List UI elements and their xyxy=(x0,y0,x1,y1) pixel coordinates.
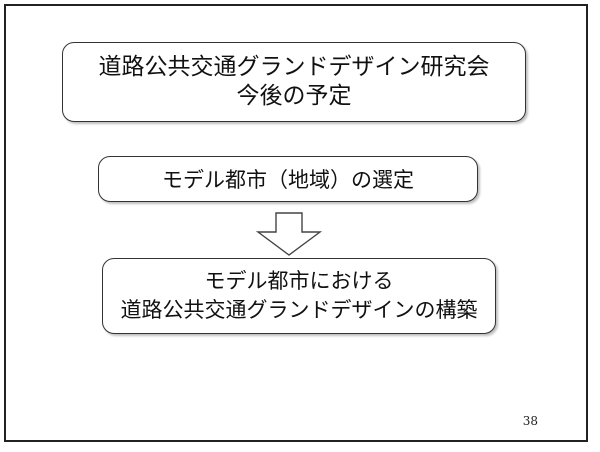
step-build-grand-design: モデル都市における 道路公共交通グランドデザインの構築 xyxy=(102,258,496,334)
step-build-grand-design-line-1: モデル都市における xyxy=(204,269,394,293)
step-select-model-city: モデル都市（地域）の選定 xyxy=(98,156,478,202)
down-arrow-icon xyxy=(255,212,323,256)
title-line-2: 今後の予定 xyxy=(236,83,352,109)
title-line-1: 道路公共交通グランドデザイン研究会 xyxy=(98,54,490,80)
step-build-grand-design-line-2: 道路公共交通グランドデザインの構築 xyxy=(120,298,478,322)
step-select-model-city-label: モデル都市（地域）の選定 xyxy=(162,168,414,192)
page-number: 38 xyxy=(522,414,538,428)
slide: 道路公共交通グランドデザイン研究会 今後の予定 モデル都市（地域）の選定 モデル… xyxy=(4,4,588,442)
title-box: 道路公共交通グランドデザイン研究会 今後の予定 xyxy=(62,42,526,122)
